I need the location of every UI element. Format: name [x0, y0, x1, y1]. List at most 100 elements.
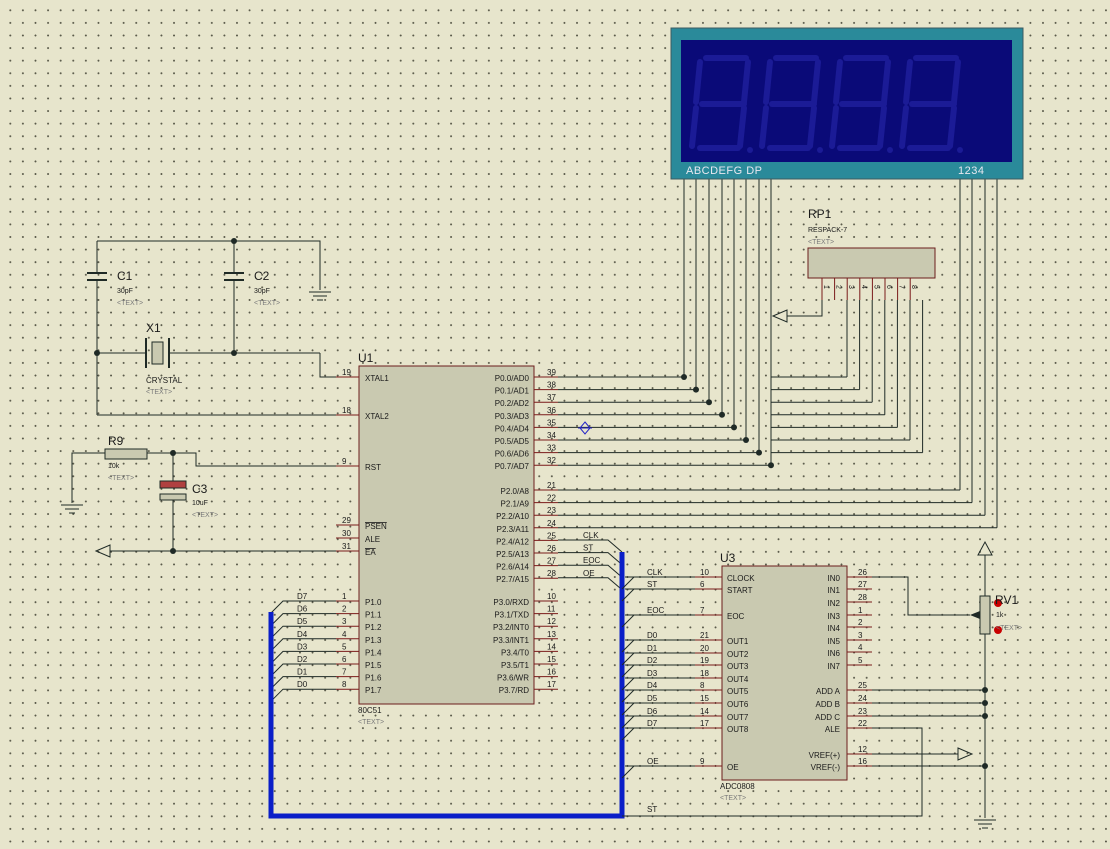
u3-pin-number: 22 [858, 719, 867, 728]
rp1-pin-number: 4 [860, 285, 867, 289]
u3-pin-name: ADD A [816, 687, 841, 696]
digit-3 [829, 55, 893, 153]
u1-pin-number: 7 [342, 668, 347, 677]
u3-pin-number: 10 [700, 568, 709, 577]
u3-pin-name: OUT1 [727, 637, 749, 646]
net-label-d5: D5 [647, 694, 658, 703]
c3-value: 10uF [192, 500, 208, 507]
u1-pin-name: P3.3/INT1 [493, 636, 530, 645]
u3-pin-name: IN2 [828, 599, 841, 608]
net-label-clk: CLK [583, 531, 599, 540]
u1-pin-number: 37 [547, 393, 556, 402]
u1-pin-number: 35 [547, 418, 556, 427]
rv1-body [979, 595, 991, 635]
u1-pin-number: 39 [547, 368, 556, 377]
net-label-clk: CLK [647, 568, 663, 577]
u1-pin-name: P2.6/A14 [496, 563, 529, 572]
u1-pin-name: P1.4 [365, 648, 382, 657]
u1-pin-name: P1.5 [365, 661, 382, 670]
bus-entry [621, 588, 635, 602]
u1-pin-name: P2.1/A9 [501, 500, 530, 509]
u1-pin-number: 23 [547, 506, 556, 515]
wire [270, 600, 336, 614]
u3-pin-name: CLOCK [727, 574, 755, 583]
rv1-text: <TEXT> [996, 625, 1022, 632]
u3-adc [695, 565, 872, 781]
probe-marker[interactable] [578, 421, 592, 435]
u1-pin-name: P3.4/T0 [501, 648, 530, 657]
net-label-d7: D7 [647, 719, 658, 728]
u3-pin-name: OE [727, 763, 739, 772]
u3-pin-name: OUT8 [727, 725, 749, 734]
net-label-st: ST [647, 805, 657, 814]
wire [872, 576, 970, 616]
u3-pin-number: 9 [700, 757, 705, 766]
u3-value: ADC0808 [720, 782, 755, 791]
u1-pin-number: 21 [547, 481, 556, 490]
junction-dot [231, 350, 237, 356]
wire [558, 577, 623, 591]
segment [829, 105, 839, 149]
u1-pin-name: P2.0/A8 [501, 487, 530, 496]
u1-pin-number: 5 [342, 642, 347, 651]
net-label-oe: OE [583, 569, 595, 578]
u1-ref: U1 [358, 351, 374, 365]
u3-pin-name: IN3 [828, 612, 841, 621]
u3-pin-number: 14 [700, 707, 709, 716]
u1-pin-name: XTAL2 [365, 412, 389, 421]
segment [741, 59, 751, 105]
bus-entry [621, 664, 635, 678]
u3-pin-number: 15 [700, 694, 709, 703]
segment [811, 59, 821, 105]
u1-pin-number: 8 [342, 680, 347, 689]
wire [558, 564, 623, 578]
wire [558, 539, 623, 553]
net-label-d2: D2 [647, 656, 658, 665]
junction-dot [170, 450, 176, 456]
u1-pin-number: 18 [342, 406, 351, 415]
wires [71, 179, 998, 819]
u3-pin-name: OUT5 [727, 687, 749, 696]
u1-pin-name: P3.2/INT0 [493, 623, 530, 632]
u3-pin-number: 18 [700, 669, 709, 678]
u3-ref: U3 [720, 551, 736, 565]
bus-entry [621, 727, 635, 741]
digit-1 [689, 55, 753, 153]
r9-value: 10k [108, 463, 120, 470]
net-label-st: ST [583, 544, 593, 553]
rv1-knob-down[interactable] [994, 626, 1002, 634]
u3-body [721, 565, 848, 781]
u1-pin-name: P3.0/RXD [493, 598, 529, 607]
segment [947, 105, 957, 149]
bus-entry [621, 689, 635, 703]
u1-pin-number: 33 [547, 444, 556, 453]
data-bus [268, 552, 625, 819]
u3-pin-name: IN6 [828, 649, 841, 658]
u3-pin-number: 4 [858, 643, 863, 652]
u1-pin-name: P0.2/AD2 [495, 399, 530, 408]
segment [759, 105, 769, 149]
segment-pin-labels: ABCDEFG DP [686, 165, 763, 177]
u3-pin-name: ADD B [816, 700, 840, 709]
bus-entry [621, 677, 635, 691]
u1-pin-number: 13 [547, 630, 556, 639]
u3-pin-number: 5 [858, 656, 863, 665]
rv1-knob-up[interactable] [994, 599, 1002, 607]
u3-pin-name: EOC [727, 612, 745, 621]
junction-dot [743, 437, 749, 443]
u1-pin-number: 11 [547, 605, 556, 614]
x1-value: CRYSTAL [146, 376, 183, 385]
junction-dot [693, 386, 699, 393]
junction-dot [231, 238, 237, 244]
junction-dot [731, 424, 737, 431]
net-label-oe: OE [647, 757, 659, 766]
rv1-value: 1k [996, 612, 1004, 619]
net-label-d4: D4 [297, 630, 308, 639]
u3-pin-number: 7 [700, 606, 705, 615]
u1-pin-name: ALE [365, 535, 380, 544]
u3-pin-name: OUT2 [727, 650, 749, 659]
u1-text: <TEXT> [358, 719, 384, 726]
u1-pin-name: P1.2 [365, 623, 382, 632]
